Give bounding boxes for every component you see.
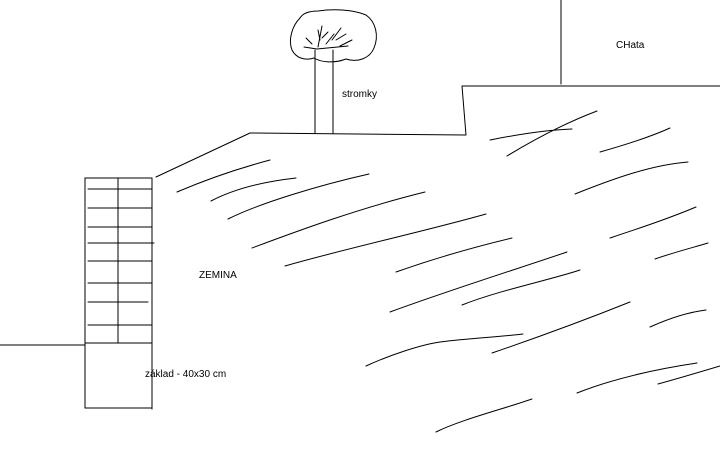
foundation-rungs	[87, 188, 155, 326]
tree-crown	[289, 9, 377, 63]
tree	[289, 9, 377, 134]
tree-label: stromky	[342, 89, 377, 100]
tree-branches	[303, 25, 353, 50]
soil-label: ZEMINA	[199, 270, 237, 281]
ground-surface-line	[155, 85, 720, 178]
soil-hatching	[176, 110, 720, 433]
foundation-label: základ - 40x30 cm	[145, 369, 227, 380]
cabin-label: CHata	[616, 40, 645, 51]
foundation	[0, 177, 155, 410]
